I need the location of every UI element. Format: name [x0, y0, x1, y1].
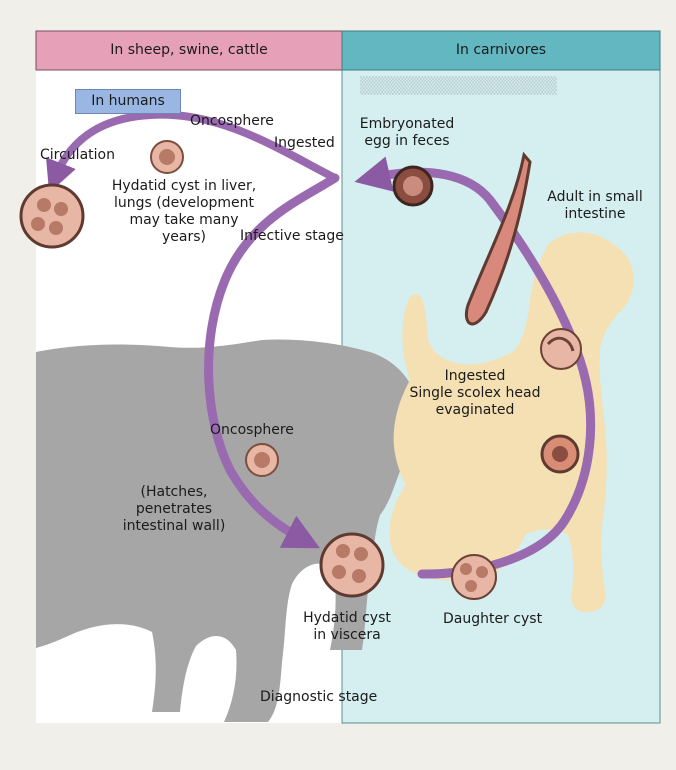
- label-hatches: (Hatches, penetrates intestinal wall): [114, 484, 234, 535]
- daughter-cyst-icon: [452, 555, 496, 599]
- left-panel-header: In sheep, swine, cattle: [36, 31, 342, 70]
- label-ingested-top: Ingested: [274, 135, 335, 152]
- hydatid-cyst-liver-icon: [21, 185, 83, 247]
- developing-cyst-icon: [542, 436, 578, 472]
- label-oncosphere-top: Oncosphere: [190, 113, 274, 130]
- label-oncosphere-mid: Oncosphere: [210, 422, 294, 439]
- embryonated-egg-icon: [394, 167, 432, 205]
- label-daughter-cyst: Daughter cyst: [443, 611, 542, 628]
- label-infective-stage: Infective stage: [240, 228, 344, 245]
- label-circulation: Circulation: [40, 147, 115, 164]
- oncosphere-mid-icon: [246, 444, 278, 476]
- hydatid-cyst-viscera-icon: [321, 534, 383, 596]
- ingested-scolex-icon: [541, 329, 581, 369]
- humans-tag: In humans: [75, 89, 181, 114]
- right-panel-header: In carnivores: [342, 31, 660, 70]
- label-diagnostic-stage: Diagnostic stage: [260, 689, 377, 706]
- label-ingested-scolex: Ingested Single scolex head evaginated: [404, 368, 546, 419]
- oncosphere-top-icon: [151, 141, 183, 173]
